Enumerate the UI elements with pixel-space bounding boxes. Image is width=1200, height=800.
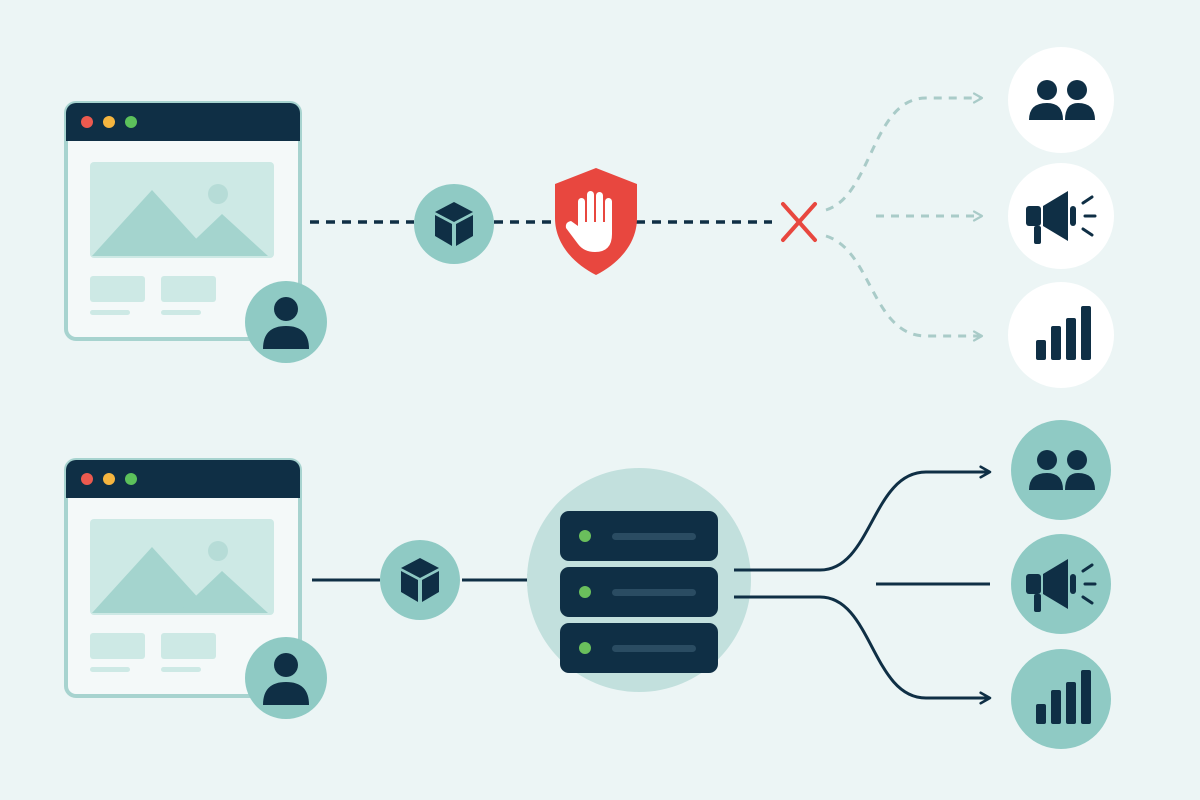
content-block (161, 276, 216, 302)
server-stack-icon (527, 468, 751, 692)
row-server-side (64, 420, 1111, 749)
content-block (90, 633, 145, 659)
text-line (161, 310, 201, 315)
window-dot-yellow (103, 116, 115, 128)
solid-path-top (734, 465, 992, 572)
user-avatar-icon (245, 637, 327, 719)
user-avatar-icon (245, 281, 327, 363)
server-led (579, 586, 591, 598)
browser-window-icon (64, 101, 302, 341)
bar-chart-icon (1011, 649, 1111, 749)
window-dot-green (125, 116, 137, 128)
bar-chart-icon (1008, 282, 1114, 388)
package-cube-icon (380, 540, 460, 620)
shield-hand-blocker-icon (555, 168, 637, 275)
content-block (90, 276, 145, 302)
text-line (90, 667, 130, 672)
row-blocked (64, 47, 1114, 388)
megaphone-icon (1008, 163, 1114, 269)
users-group-icon (1008, 47, 1114, 153)
content-block (161, 633, 216, 659)
faded-path-top (825, 92, 984, 212)
users-group-icon (1011, 420, 1111, 520)
solid-path-bottom (734, 595, 992, 705)
window-dot-red (81, 473, 93, 485)
megaphone-icon (1011, 534, 1111, 634)
window-dot-yellow (103, 473, 115, 485)
browser-window-icon (64, 458, 302, 698)
image-placeholder-icon (90, 162, 274, 258)
package-cube-icon (414, 184, 494, 264)
text-line (90, 310, 130, 315)
faded-path-bottom (825, 234, 984, 342)
server-led (579, 642, 591, 654)
window-dot-green (125, 473, 137, 485)
text-line (161, 667, 201, 672)
server-led (579, 530, 591, 542)
red-x-icon (781, 202, 817, 242)
image-placeholder-icon (90, 519, 274, 615)
window-dot-red (81, 116, 93, 128)
